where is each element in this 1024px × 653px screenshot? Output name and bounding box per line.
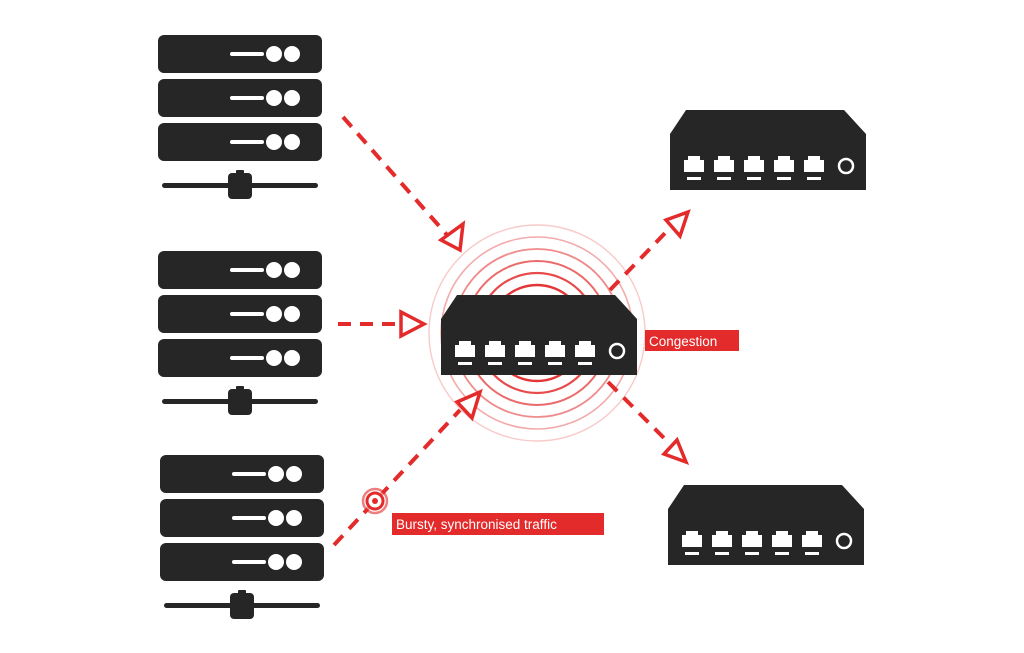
network-switch-icon-top-right [670,110,866,190]
server-rack-icon-bottom [160,455,324,619]
bursty-traffic-label: Bursty, synchronised traffic [392,513,604,535]
bursty-traffic-label-text: Bursty, synchronised traffic [396,517,557,532]
flow-arrow-bottom-server [332,388,483,547]
flow-arrow-top-server [341,115,466,253]
network-switch-icon-central [441,295,637,375]
congestion-label-text: Congestion [649,334,717,349]
server-rack-icon-middle [158,251,322,415]
burst-target-icon [361,487,389,515]
network-switch-icon-bottom-right [668,485,864,565]
flow-arrow-to-top-switch [608,209,691,292]
congestion-label: Congestion [645,330,739,351]
flow-arrow-to-bottom-switch [606,380,690,465]
server-rack-icon-top [158,35,322,199]
flow-arrow-middle-server [338,309,428,339]
